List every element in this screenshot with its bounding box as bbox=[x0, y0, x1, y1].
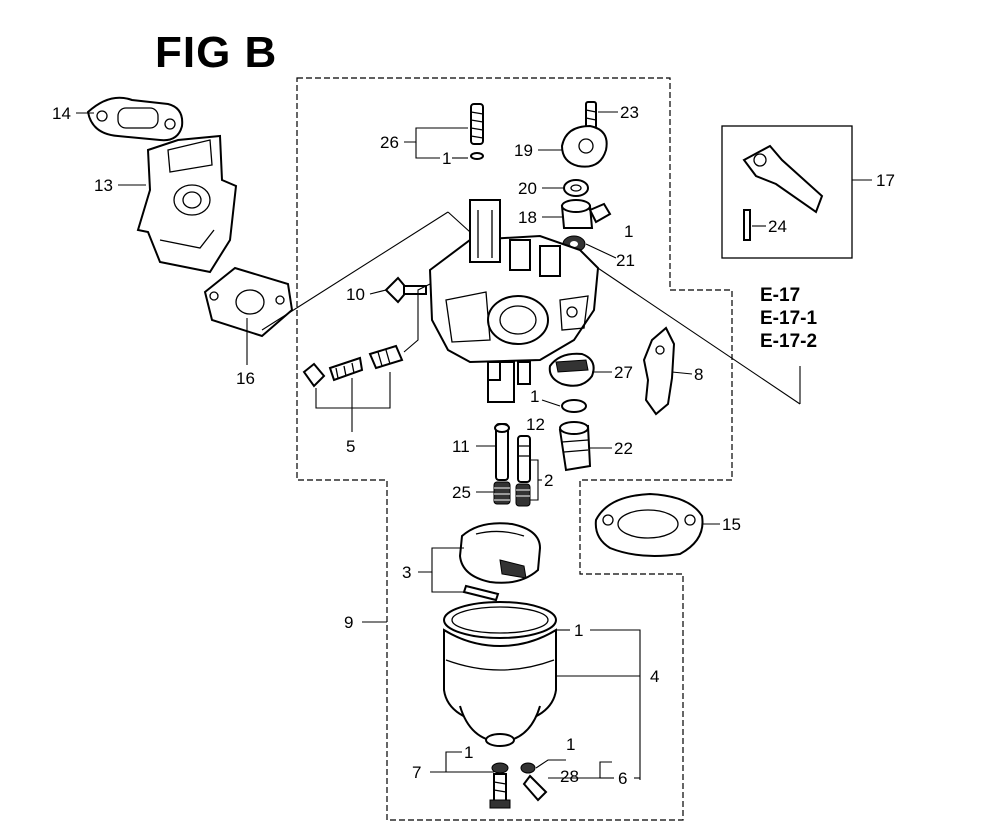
part-16-gasket bbox=[203, 266, 294, 338]
part-24-pin bbox=[743, 209, 751, 241]
callout-9: 9 bbox=[344, 613, 353, 632]
callout-10: 10 bbox=[346, 285, 365, 304]
callout-13: 13 bbox=[94, 176, 113, 195]
callout-27: 27 bbox=[614, 363, 633, 382]
part-7-bolt bbox=[489, 762, 511, 809]
callout-14: 14 bbox=[52, 104, 71, 123]
part-11-nozzle bbox=[494, 423, 510, 481]
part-4-float-bowl bbox=[443, 601, 557, 747]
callout-22: 22 bbox=[614, 439, 633, 458]
callout-21: 21 bbox=[616, 251, 635, 270]
part-14-gasket bbox=[86, 96, 184, 142]
part-3-gasket bbox=[458, 522, 542, 602]
callout-1-screw: 1 bbox=[566, 735, 575, 754]
callout-24: 24 bbox=[768, 217, 787, 236]
part-5-pilot-screw bbox=[302, 344, 404, 388]
callout-1-bolt: 1 bbox=[464, 743, 473, 762]
callout-18: 18 bbox=[518, 208, 537, 227]
part-17-lever bbox=[742, 144, 824, 214]
part-12-oring bbox=[561, 399, 587, 413]
part-13-bracket bbox=[136, 134, 238, 274]
callout-23: 23 bbox=[620, 103, 639, 122]
callout-16: 16 bbox=[236, 369, 255, 388]
callout-12: 12 bbox=[526, 415, 545, 434]
callout-1-top: 1 bbox=[442, 149, 451, 168]
part-18-spring bbox=[560, 199, 612, 229]
reference-e17-2: E-17-2 bbox=[760, 331, 818, 352]
callout-28: 28 bbox=[560, 767, 579, 786]
part-22-jet bbox=[558, 421, 592, 472]
part-25-spring bbox=[493, 481, 531, 507]
callout-25: 25 bbox=[452, 483, 471, 502]
reference-e17-1: E-17-1 bbox=[760, 308, 818, 329]
callout-7: 7 bbox=[412, 763, 421, 782]
callout-17: 17 bbox=[876, 171, 895, 190]
callout-19: 19 bbox=[514, 141, 533, 160]
callout-1-washer: 1 bbox=[624, 222, 633, 241]
callout-1-mid: 1 bbox=[530, 387, 539, 406]
callout-4: 4 bbox=[650, 667, 659, 686]
part-2-needle bbox=[517, 435, 531, 483]
callout-6: 6 bbox=[618, 769, 627, 788]
reference-e17: E-17 bbox=[760, 285, 801, 306]
part-10-screw bbox=[384, 276, 427, 304]
part-26-screw bbox=[470, 103, 484, 160]
part-19-cover bbox=[560, 124, 608, 168]
callout-2: 2 bbox=[544, 471, 553, 490]
part-20-oring bbox=[563, 179, 589, 197]
callout-11: 11 bbox=[452, 437, 470, 456]
callout-26: 26 bbox=[380, 133, 399, 152]
assembly-outline bbox=[296, 77, 733, 821]
callout-5: 5 bbox=[346, 437, 355, 456]
part-27-cover bbox=[548, 352, 595, 387]
part-15-gasket bbox=[594, 492, 704, 557]
part-23-screw bbox=[585, 101, 597, 129]
callout-1-bowl: 1 bbox=[574, 621, 583, 640]
inset-box-17 bbox=[721, 125, 853, 259]
part-28-screw bbox=[520, 762, 548, 802]
callout-8: 8 bbox=[694, 365, 703, 384]
part-8-float bbox=[642, 326, 676, 416]
callout-20: 20 bbox=[518, 179, 537, 198]
callout-3: 3 bbox=[402, 563, 411, 582]
callout-15: 15 bbox=[722, 515, 741, 534]
carburetor-body bbox=[428, 199, 600, 403]
figure-title: FIG B bbox=[155, 28, 278, 77]
